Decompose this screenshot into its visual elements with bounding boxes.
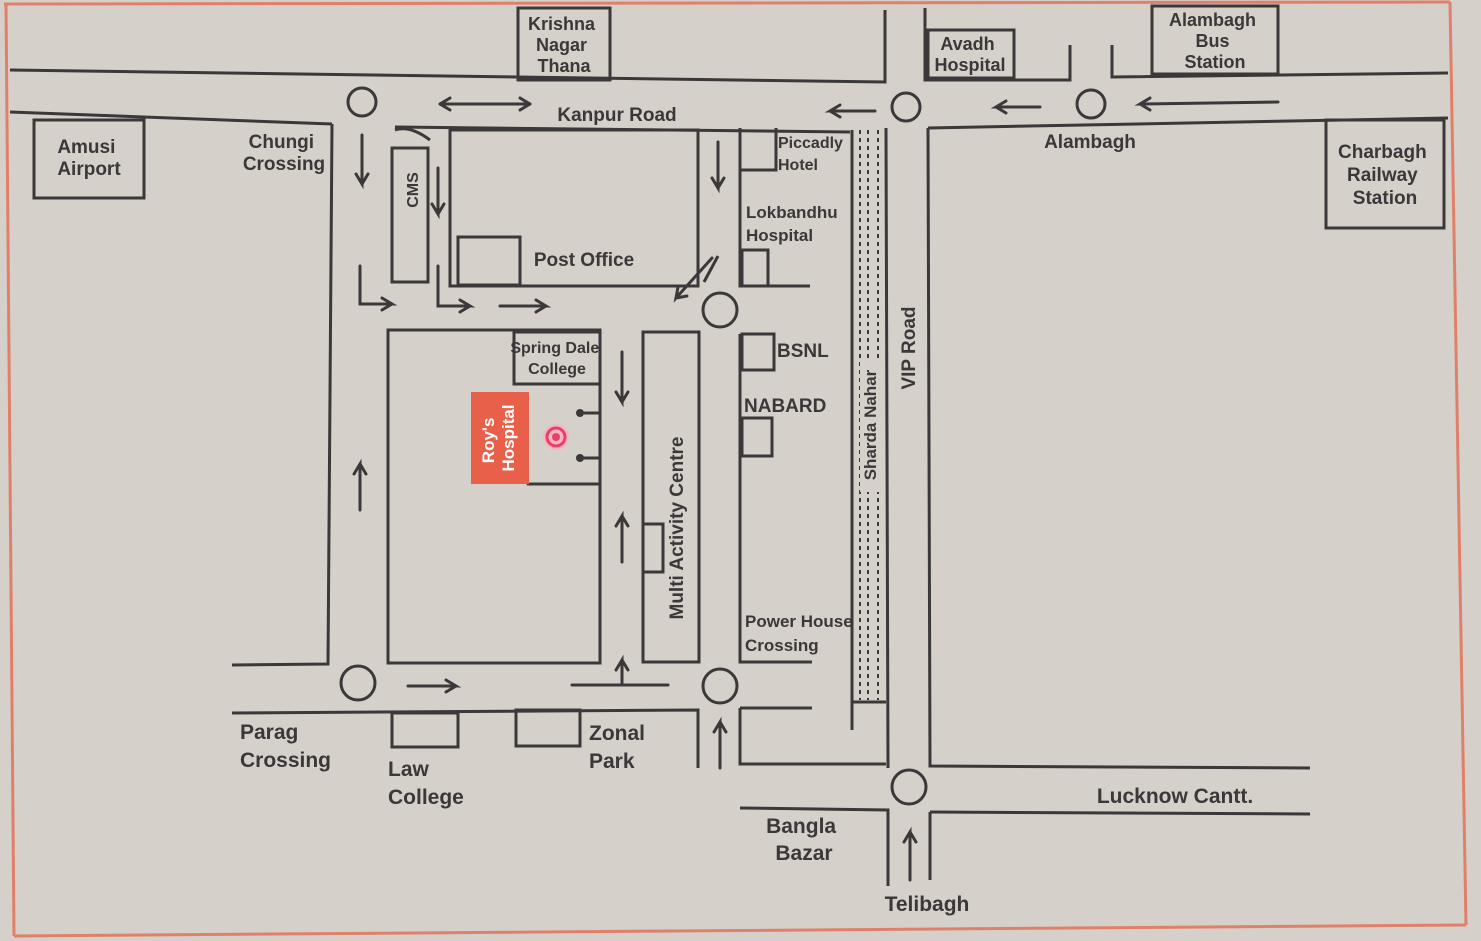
chungi-crossing-label: Chungi Crossing (243, 132, 325, 175)
avadh-hospital-label: Avadh Hospital (934, 34, 1005, 75)
circle-icon (339, 664, 377, 702)
circle-icon (1075, 88, 1107, 120)
circle-icon (346, 86, 378, 118)
arrow-icon (1134, 96, 1280, 112)
vip-road-label: VIP Road (899, 306, 920, 389)
power-house-lower-block-side (738, 708, 886, 766)
arrow-icon (354, 133, 370, 190)
parag-crossing-label: Parag Crossing (240, 721, 331, 772)
alambagh-label: Alambagh (1044, 132, 1136, 153)
arrow-icon (710, 140, 726, 194)
krishna-nagar-box (516, 6, 612, 82)
roys-hospital-label: Roy's Hospital (479, 404, 518, 471)
post-office-label: Post Office (534, 250, 634, 271)
map-border-top (3, 0, 1451, 6)
amusi-airport-label: Amusi Airport (57, 137, 121, 180)
vip-road-east-edge (926, 127, 1311, 770)
canal-east-edge (884, 127, 890, 769)
cms-curve (394, 127, 431, 142)
bsnl-label: BSNL (777, 341, 829, 362)
hospital-block (386, 328, 602, 665)
alambagh-bus-box (1150, 4, 1280, 76)
arrow-icon (614, 350, 630, 408)
multi-activity-annex (641, 522, 665, 574)
kanpur-road-label: Kanpur Road (557, 105, 676, 126)
circle-icon (701, 667, 739, 705)
lokbandhu-building (740, 248, 770, 288)
arrow-icon (358, 264, 398, 312)
avadh-box (926, 28, 1016, 80)
entrance-dot (576, 409, 584, 417)
arrow-icon (824, 103, 877, 119)
kanpur-road-north-edge-far-east (1110, 45, 1449, 79)
kanpur-road-north-edge (9, 10, 887, 84)
telibagh-label: Telibagh (885, 893, 970, 916)
lucknow-cantt-label: Lucknow Cantt. (1097, 785, 1253, 808)
arrow-icon (352, 458, 368, 512)
post-office-building (456, 235, 522, 287)
spring-dale-label: Spring Dale College (510, 340, 603, 378)
arrow-icon (570, 654, 670, 687)
arrow-icon (438, 96, 532, 112)
law-college-label: Law College (388, 758, 464, 809)
arrow-icon (498, 298, 552, 314)
entrance-dot (576, 454, 584, 462)
arrow-icon (990, 99, 1042, 115)
piccadly-hotel-label: Piccadly Hotel (778, 135, 847, 174)
multi-activity-block (641, 330, 701, 664)
map-border-right (1448, 1, 1468, 926)
lokbandhu-road-edge (738, 170, 810, 288)
charbagh-label: Charbagh Railway Station (1338, 142, 1432, 209)
west-road-edge (231, 123, 334, 667)
bangla-road-edge (739, 806, 890, 886)
map-border-left (4, 3, 16, 937)
post-office-shortcut (702, 255, 720, 283)
direction-arrows (352, 96, 1280, 882)
power-house-label: Power House Crossing (745, 612, 857, 655)
arrow-icon (430, 166, 446, 220)
nabard-building (740, 416, 774, 458)
circle-icon (890, 91, 922, 123)
sharda-nahar-label: Sharda Nahar (861, 369, 880, 480)
map-border-bottom (13, 923, 1467, 938)
spring-dale-building (512, 330, 602, 386)
lokbandhu-block-edge (738, 128, 778, 172)
circle-icon (890, 768, 928, 806)
hospital-entrance-top (578, 390, 602, 415)
road-network (9, 4, 1449, 886)
south-road-edge (231, 708, 700, 768)
charbagh-box (1324, 118, 1446, 230)
arrow-icon (406, 678, 462, 694)
alambagh-bus-label: Alambagh Bus Station (1169, 10, 1261, 72)
arrow-icon (673, 256, 714, 303)
krishna-nagar-label: Krishna Nagar Thana (528, 14, 600, 76)
zonal-park-label: Zonal Park (589, 722, 651, 773)
cms-block (390, 146, 430, 284)
zonal-park-building (514, 708, 582, 748)
post-office-block (448, 128, 700, 288)
roundabouts (339, 86, 1107, 806)
location-pin-icon (543, 424, 569, 450)
arrow-icon (712, 716, 728, 770)
law-college-building (390, 711, 460, 749)
amusi-box (32, 118, 146, 200)
bsnl-building (740, 332, 776, 372)
cms-label: CMS (405, 172, 422, 208)
arrow-icon (902, 826, 918, 882)
nabard-label: NABARD (744, 396, 826, 417)
lokbandhu-hospital-label: Lokbandhu Hospital (746, 203, 842, 245)
arrow-icon (436, 264, 476, 314)
bangla-bazar-label: Bangla Bazar (766, 815, 842, 865)
hospital-entrance-bottom (526, 456, 602, 486)
arrow-icon (614, 510, 630, 564)
roys-hospital-block[interactable] (471, 392, 529, 484)
sharda-nahar-label-bg (860, 358, 880, 492)
kanpur-road-south-edge (9, 110, 333, 126)
circle-icon (701, 291, 739, 329)
bsnl-block-edge (738, 334, 812, 664)
kanpur-road-north-edge-east (923, 8, 1072, 82)
multi-activity-label: Multi Activity Centre (667, 437, 688, 620)
cantt-road-south-edge (929, 810, 1311, 816)
